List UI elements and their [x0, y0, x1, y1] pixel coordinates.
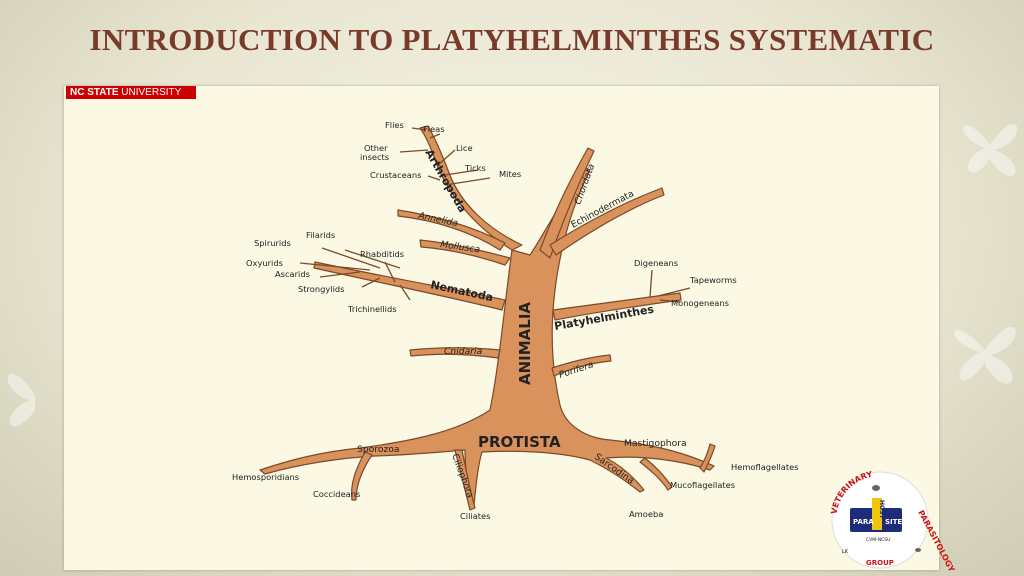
leaf-monogeneans: Monogeneans [671, 298, 729, 308]
leaf-ascarids: Ascarids [275, 269, 310, 279]
leaf-trichinellids: Trichinellids [347, 304, 397, 314]
leaf-digeneans: Digeneans [634, 258, 678, 268]
leaf-spirurids: Spirurids [254, 238, 291, 248]
leaf-strongylids: Strongylids [298, 284, 344, 294]
badge-bottom-arc: GROUP [866, 559, 894, 567]
leaf-lice: Lice [456, 143, 473, 153]
leaf-rhabditids: Rhabditids [360, 249, 404, 259]
annelida-branch [397, 209, 506, 251]
leaf-oxyurids: Oxyurids [246, 258, 283, 268]
leaf-crustaceans: Crustaceans [370, 170, 421, 180]
slide-title: INTRODUCTION TO PLATYHELMINTHES SYSTEMAT… [89, 22, 935, 57]
hemo-root [699, 443, 716, 473]
leaf-ticks: Ticks [464, 163, 486, 173]
leaf-ciliates: Ciliates [460, 511, 490, 521]
leaf-hemoflagellates: Hemoflagellates [731, 462, 799, 472]
badge-inner-small: CVM-NCSU [866, 537, 890, 543]
branch-label-annelida: Annelida [416, 210, 459, 229]
root-label-mastigophora: Mastigophora [624, 438, 687, 449]
leaf-mucoflagellates: Mucoflagellates [670, 480, 735, 490]
mollusca-branch [419, 239, 511, 266]
badge-inner-host: HOST [878, 500, 885, 519]
root-label-sporozoa: Sporozoa [357, 444, 400, 455]
leaf-coccideans: Coccideans [313, 489, 360, 499]
butterfly-decoration-right-mid [954, 326, 1016, 384]
porifera-branch [551, 354, 612, 377]
echinodermata-branch [549, 187, 665, 256]
leaf-fleas: Fleas [423, 124, 445, 134]
mastigophora-root [639, 457, 673, 491]
ncsu-logo: NC STATE UNIVERSITY [66, 86, 196, 99]
platyhelminthes-branch [552, 292, 682, 321]
butterfly-decoration-left [7, 374, 35, 427]
leaf-other: Other [364, 143, 388, 153]
trunk-shape [259, 165, 715, 506]
chordata-branch [539, 147, 595, 259]
ciliophora-root [454, 449, 476, 511]
sporozoa-root [350, 451, 373, 501]
leaf-flies: Flies [385, 120, 404, 130]
leaf-amoeba: Amoeba [629, 509, 663, 519]
badge-inner-para: PARA [853, 518, 874, 526]
diagram-panel [64, 86, 939, 570]
logo-bold: NC STATE [70, 87, 119, 98]
leaf-mites: Mites [499, 169, 521, 179]
root-label-protista: PROTISTA [478, 433, 561, 451]
leaf-insects: insects [360, 152, 389, 162]
logo-thin: UNIVERSITY [118, 87, 182, 98]
badge-inner-site: SITE [885, 518, 902, 526]
butterfly-decoration-right-top [962, 124, 1018, 177]
vet-parasitology-badge: VETERINARY PARASITOLOGY GROUP PARA HOST … [829, 470, 956, 574]
badge-inner-left: LK [842, 549, 849, 555]
leaf-tapeworms: Tapeworms [689, 275, 737, 285]
cnidaria-branch [409, 347, 501, 359]
nematoda-branch [313, 261, 506, 311]
branch-label-arthropoda: Arthropoda [422, 147, 469, 215]
branch-label-cnidaria: Cnidaria [444, 346, 483, 357]
leaf-hemosporidians: Hemosporidians [232, 472, 299, 482]
leaf-filarids: Filarids [306, 230, 335, 240]
trunk-label-animalia: ANIMALIA [516, 302, 534, 385]
